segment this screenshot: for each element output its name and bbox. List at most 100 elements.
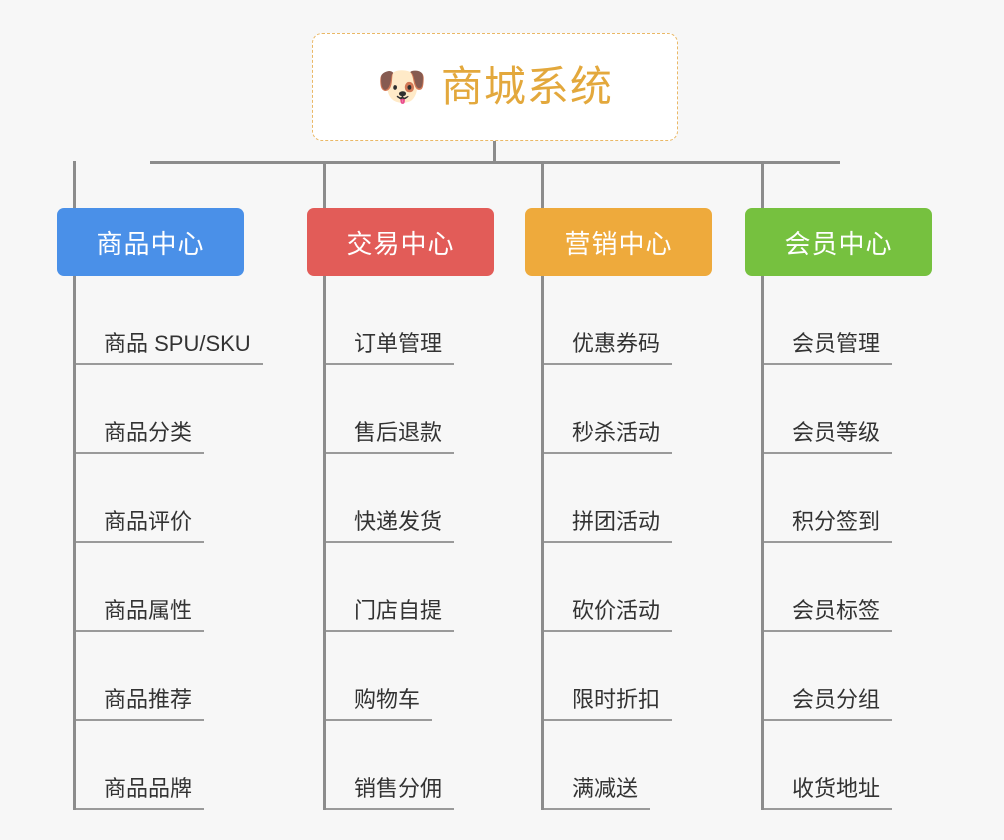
leaf-underline: 商品评价 bbox=[76, 508, 205, 543]
leaf-label: 快递发货 bbox=[354, 508, 443, 534]
leaf-label: 会员分组 bbox=[792, 686, 881, 712]
leaf-list-trade-center: 订单管理售后退款快递发货门店自提购物车销售分佣 bbox=[323, 276, 494, 810]
leaf-item[interactable]: 销售分佣 bbox=[323, 721, 494, 810]
leaf-item[interactable]: 拼团活动 bbox=[541, 454, 712, 543]
root-title: 商城系统 bbox=[440, 63, 613, 110]
connector-stem bbox=[493, 141, 496, 163]
leaf-label: 售后退款 bbox=[354, 419, 443, 445]
leaf-label: 拼团活动 bbox=[572, 508, 661, 534]
leaf-label: 商品 SPU/SKU bbox=[104, 330, 251, 356]
trunk-line-marketing-center bbox=[541, 276, 544, 810]
trunk-line-trade-center bbox=[323, 276, 326, 810]
leaf-item[interactable]: 商品分类 bbox=[73, 365, 244, 454]
leaf-label: 积分签到 bbox=[792, 508, 881, 534]
leaf-underline: 销售分佣 bbox=[326, 775, 455, 810]
leaf-underline: 商品分类 bbox=[76, 419, 205, 454]
leaf-item[interactable]: 砍价活动 bbox=[541, 543, 712, 632]
trunk-line-product-center bbox=[73, 276, 76, 810]
leaf-item[interactable]: 满减送 bbox=[541, 721, 712, 810]
leaf-item[interactable]: 限时折扣 bbox=[541, 632, 712, 721]
leaf-item[interactable]: 门店自提 bbox=[323, 543, 494, 632]
leaf-label: 门店自提 bbox=[354, 597, 443, 623]
leaf-item[interactable]: 优惠券码 bbox=[541, 276, 712, 365]
leaf-item[interactable]: 商品推荐 bbox=[73, 632, 244, 721]
leaf-item[interactable]: 会员分组 bbox=[761, 632, 932, 721]
leaf-underline: 商品 SPU/SKU bbox=[76, 330, 263, 365]
leaf-label: 商品推荐 bbox=[104, 686, 193, 712]
leaf-item[interactable]: 积分签到 bbox=[761, 454, 932, 543]
leaf-list-product-center: 商品 SPU/SKU 商品分类商品评价商品属性商品推荐商品品牌 bbox=[73, 276, 263, 810]
column-member-center: 会员中心会员管理会员等级积分签到会员标签会员分组收货地址 bbox=[745, 208, 932, 810]
leaf-list-marketing-center: 优惠券码秒杀活动拼团活动砍价活动限时折扣满减送 bbox=[541, 276, 712, 810]
leaf-item[interactable]: 秒杀活动 bbox=[541, 365, 712, 454]
leaf-underline: 积分签到 bbox=[764, 508, 893, 543]
leaf-underline: 商品品牌 bbox=[76, 775, 205, 810]
leaf-underline: 购物车 bbox=[326, 686, 433, 721]
leaf-underline: 收货地址 bbox=[764, 775, 893, 810]
leaf-underline: 会员分组 bbox=[764, 686, 893, 721]
leaf-label: 销售分佣 bbox=[354, 775, 443, 801]
leaf-underline: 会员等级 bbox=[764, 419, 893, 454]
leaf-label: 商品品牌 bbox=[104, 775, 193, 801]
column-marketing-center: 营销中心优惠券码秒杀活动拼团活动砍价活动限时折扣满减送 bbox=[525, 208, 712, 810]
leaf-list-member-center: 会员管理会员等级积分签到会员标签会员分组收货地址 bbox=[761, 276, 932, 810]
leaf-label: 商品属性 bbox=[104, 597, 193, 623]
leaf-underline: 拼团活动 bbox=[544, 508, 673, 543]
leaf-item[interactable]: 商品品牌 bbox=[73, 721, 244, 810]
leaf-item[interactable]: 快递发货 bbox=[323, 454, 494, 543]
category-box-marketing-center[interactable]: 营销中心 bbox=[525, 208, 712, 276]
root-node[interactable]: 🐶 商城系统 bbox=[312, 33, 678, 141]
leaf-item[interactable]: 商品评价 bbox=[73, 454, 244, 543]
leaf-underline: 砍价活动 bbox=[544, 597, 673, 632]
connector-drop-product-center bbox=[73, 161, 76, 208]
leaf-underline: 会员标签 bbox=[764, 597, 893, 632]
leaf-label: 会员管理 bbox=[792, 330, 881, 356]
leaf-label: 会员标签 bbox=[792, 597, 881, 623]
leaf-item[interactable]: 会员标签 bbox=[761, 543, 932, 632]
dog-face-icon: 🐶 bbox=[377, 64, 427, 110]
category-label: 会员中心 bbox=[784, 228, 893, 259]
leaf-item[interactable]: 会员等级 bbox=[761, 365, 932, 454]
leaf-underline: 会员管理 bbox=[764, 330, 893, 365]
leaf-item[interactable]: 订单管理 bbox=[323, 276, 494, 365]
leaf-item[interactable]: 售后退款 bbox=[323, 365, 494, 454]
leaf-underline: 售后退款 bbox=[326, 419, 455, 454]
leaf-label: 会员等级 bbox=[792, 419, 881, 445]
leaf-item[interactable]: 会员管理 bbox=[761, 276, 932, 365]
leaf-label: 秒杀活动 bbox=[572, 419, 661, 445]
category-box-product-center[interactable]: 商品中心 bbox=[57, 208, 244, 276]
leaf-label: 满减送 bbox=[572, 775, 639, 801]
leaf-label: 商品评价 bbox=[104, 508, 193, 534]
column-trade-center: 交易中心订单管理售后退款快递发货门店自提购物车销售分佣 bbox=[307, 208, 494, 810]
leaf-underline: 商品推荐 bbox=[76, 686, 205, 721]
connector-drop-marketing-center bbox=[541, 161, 544, 208]
leaf-underline: 门店自提 bbox=[326, 597, 455, 632]
connector-bus bbox=[150, 161, 840, 164]
leaf-underline: 快递发货 bbox=[326, 508, 455, 543]
category-label: 商品中心 bbox=[96, 228, 205, 259]
column-product-center: 商品中心商品 SPU/SKU 商品分类商品评价商品属性商品推荐商品品牌 bbox=[57, 208, 263, 810]
leaf-underline: 限时折扣 bbox=[544, 686, 673, 721]
trunk-line-member-center bbox=[761, 276, 764, 810]
leaf-underline: 满减送 bbox=[544, 775, 651, 810]
connector-drop-member-center bbox=[761, 161, 764, 208]
leaf-label: 优惠券码 bbox=[572, 330, 661, 356]
leaf-label: 砍价活动 bbox=[572, 597, 661, 623]
leaf-item[interactable]: 收货地址 bbox=[761, 721, 932, 810]
leaf-underline: 秒杀活动 bbox=[544, 419, 673, 454]
leaf-label: 商品分类 bbox=[104, 419, 193, 445]
leaf-label: 订单管理 bbox=[354, 330, 443, 356]
leaf-label: 购物车 bbox=[354, 686, 421, 712]
category-box-trade-center[interactable]: 交易中心 bbox=[307, 208, 494, 276]
category-box-member-center[interactable]: 会员中心 bbox=[745, 208, 932, 276]
leaf-label: 限时折扣 bbox=[572, 686, 661, 712]
category-label: 交易中心 bbox=[346, 228, 455, 259]
leaf-item[interactable]: 商品属性 bbox=[73, 543, 244, 632]
leaf-underline: 商品属性 bbox=[76, 597, 205, 632]
leaf-label: 收货地址 bbox=[792, 775, 881, 801]
leaf-underline: 优惠券码 bbox=[544, 330, 673, 365]
leaf-item[interactable]: 商品 SPU/SKU bbox=[73, 276, 263, 365]
leaf-item[interactable]: 购物车 bbox=[323, 632, 494, 721]
category-label: 营销中心 bbox=[564, 228, 673, 259]
